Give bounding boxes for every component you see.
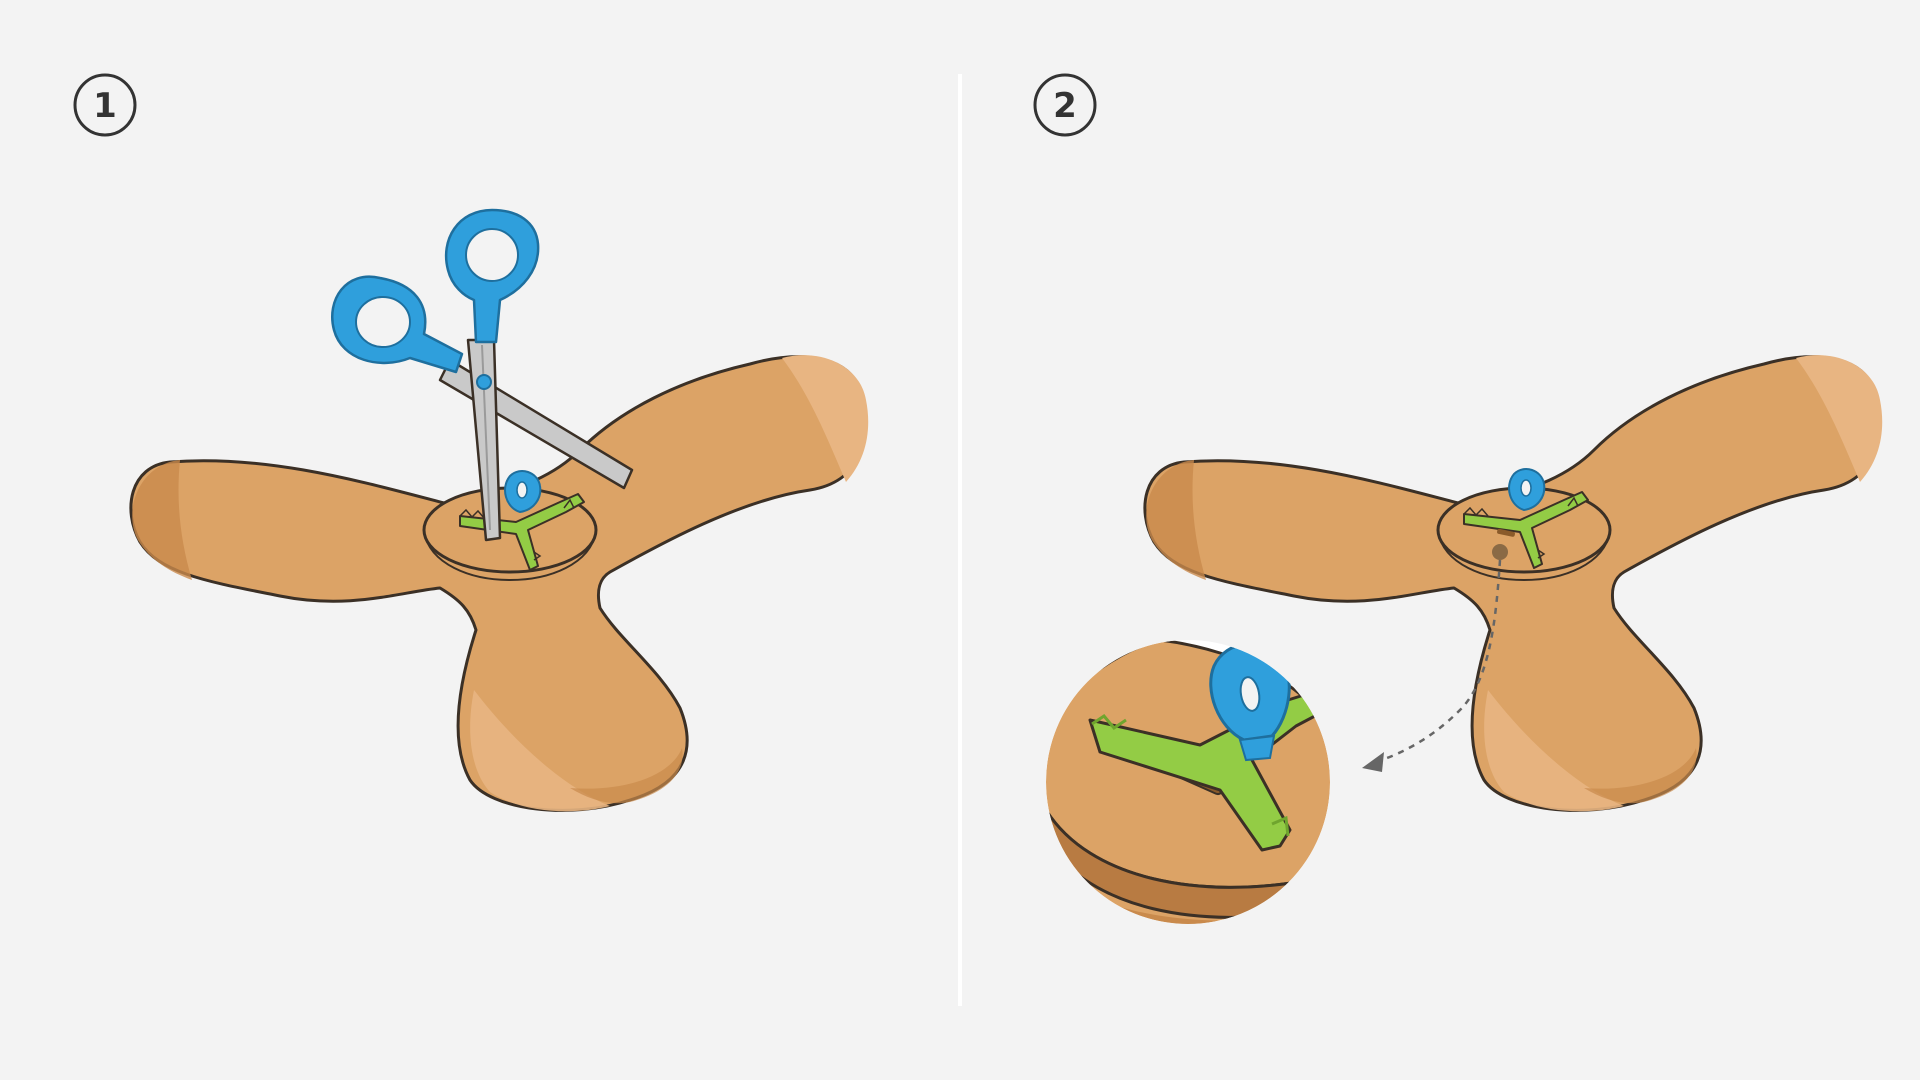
step-number-circle-icon	[73, 73, 137, 137]
propeller-step-2	[1143, 353, 1884, 813]
zoom-detail-circle	[1042, 636, 1334, 928]
step-number-circle-icon	[1033, 73, 1097, 137]
propeller-step-1	[129, 353, 870, 813]
step-2-badge: 2	[1033, 73, 1097, 137]
step-1-number: 1	[93, 86, 117, 126]
cut-point-marker	[1492, 544, 1508, 560]
scissors-icon	[331, 208, 634, 542]
step-2-number: 2	[1053, 86, 1077, 126]
dashed-curved-arrow-icon	[1362, 559, 1502, 772]
step-1-badge: 1	[73, 73, 137, 137]
